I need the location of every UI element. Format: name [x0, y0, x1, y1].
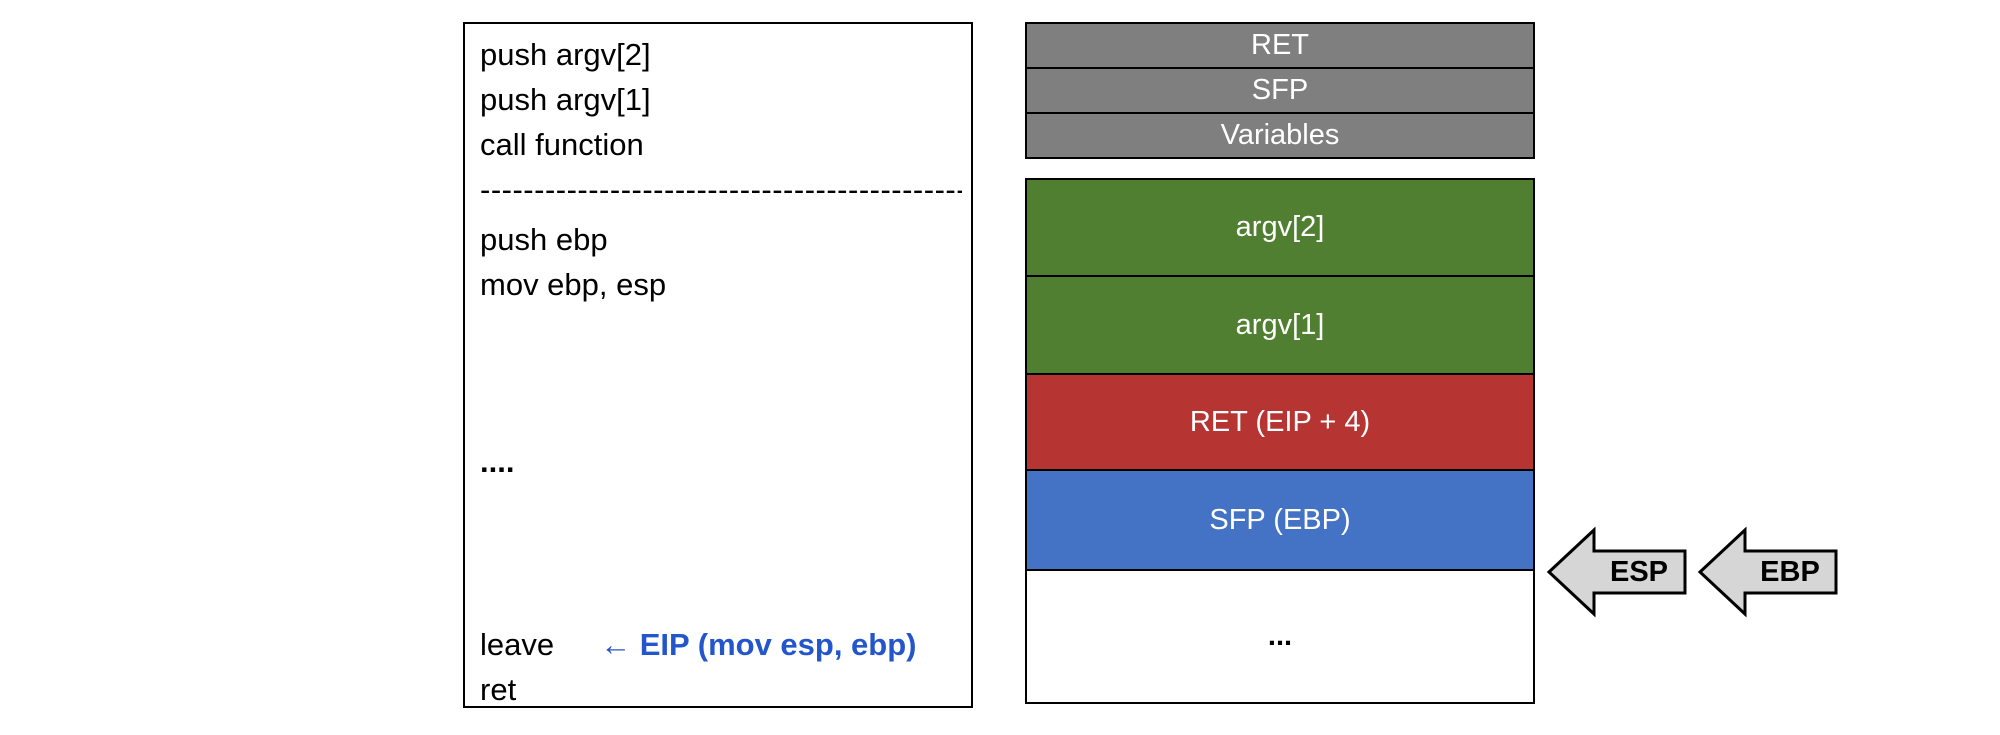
- prologue-code-block: push ebp mov ebp, esp: [480, 217, 963, 307]
- stack-gap: [1025, 159, 1535, 180]
- stack-row-argv1: argv[1]: [1025, 275, 1535, 375]
- eip-annotation: ← EIP (mov esp, ebp): [600, 627, 917, 662]
- stack-row-argv2: argv[2]: [1025, 178, 1535, 277]
- code-line-call-function: call function: [480, 127, 644, 162]
- dashed-separator: ----------------------------------------…: [480, 172, 962, 207]
- leave-keyword: leave: [480, 627, 555, 662]
- stack-row-ret-eip: RET (EIP + 4): [1025, 373, 1535, 471]
- ebp-label: EBP: [1760, 555, 1820, 588]
- stack-row-ellipsis: ...: [1025, 569, 1535, 704]
- code-line-ret: ret: [480, 672, 517, 707]
- assembly-code-panel: push argv[2] push argv[1] call function …: [463, 22, 973, 708]
- left-block-arrow-icon: [1697, 526, 1838, 618]
- stack-row-sfp-ebp: SFP (EBP): [1025, 469, 1535, 571]
- esp-label: ESP: [1609, 555, 1669, 588]
- stack-layout-panel: RET SFP Variables argv[2] argv[1] RET (E…: [1025, 22, 1535, 704]
- code-line-leave: leave ← EIP (mov esp, ebp): [480, 622, 963, 667]
- stack-row-variables: Variables: [1025, 112, 1535, 159]
- code-line-push-ebp: push ebp: [480, 222, 608, 257]
- code-line-mov-ebp-esp: mov ebp, esp: [480, 267, 667, 302]
- stack-row-sfp: SFP: [1025, 67, 1535, 114]
- ebp-pointer: EBP: [1697, 526, 1839, 618]
- code-line-push-argv2: push argv[2]: [480, 37, 651, 72]
- code-ellipsis: ....: [480, 444, 515, 479]
- code-line-push-argv1: push argv[1]: [480, 82, 651, 117]
- caller-code-block: push argv[2] push argv[1] call function: [480, 32, 963, 167]
- esp-pointer: ESP: [1546, 526, 1688, 618]
- epilogue-code-block: leave ← EIP (mov esp, ebp) ret: [480, 622, 963, 712]
- stack-row-ret: RET: [1025, 22, 1535, 69]
- left-block-arrow-icon: [1546, 526, 1687, 618]
